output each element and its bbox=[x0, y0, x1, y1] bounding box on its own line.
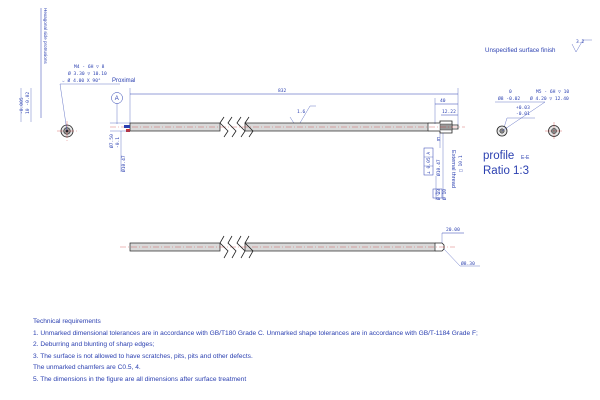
tech-item: The unmarked chamfers are C0.5, 4. bbox=[33, 364, 141, 372]
lower-dim-bottom: Ø8.30 bbox=[461, 260, 475, 267]
tech-heading: Technical requirements bbox=[33, 318, 101, 325]
tech-item: 1. Unmarked dimensional tolerances are i… bbox=[33, 329, 478, 337]
dia-left-b: -0.1 bbox=[115, 137, 121, 148]
tech-item: 3. The surface is not allowed to have sc… bbox=[33, 352, 253, 360]
tolerance-frame bbox=[423, 147, 434, 176]
left-thread-spec: M4 - 6H ▽ 8 bbox=[74, 64, 105, 70]
left-dim-b: 10 -0.02 bbox=[25, 92, 31, 114]
profile-title: profile bbox=[483, 150, 514, 162]
right-tol-c: +0.03 bbox=[516, 105, 530, 111]
len-12: 12.22 bbox=[442, 109, 456, 115]
square-end-icon bbox=[432, 188, 443, 199]
len-40: 40 bbox=[440, 98, 446, 104]
lower-shaft-view: 20.00 Ø8.30 bbox=[120, 227, 480, 267]
main-shaft-view: A 832 40 12.22 1.6 Ø7.50 -0.1 Ø10.47 E bbox=[108, 88, 465, 200]
dia-right-c: Ø 10 bbox=[441, 189, 448, 200]
right-thread-spec: M5 - 6H ▽ 10 bbox=[536, 89, 569, 95]
surface-finish-value: 3.2 bbox=[576, 39, 585, 45]
hex-side-note: Hexagonal side protrusions bbox=[43, 8, 48, 64]
roughness-value: 1.6 bbox=[297, 109, 306, 115]
right-tol-a: 0 bbox=[509, 89, 512, 95]
tech-item: 2. Deburring and blunting of sharp edges… bbox=[33, 341, 155, 349]
profile-ratio: Ratio 1:3 bbox=[483, 165, 529, 177]
surface-finish-label: Unspecified surface finish bbox=[485, 47, 556, 54]
dia-left-a: Ø7.50 bbox=[108, 134, 115, 148]
proximal-label: Proximal bbox=[112, 78, 135, 84]
external-thread-label: External thread bbox=[450, 150, 456, 188]
surface-finish-note: Unspecified surface finish 3.2 bbox=[485, 39, 592, 54]
right-tol-d: -0.01 bbox=[516, 111, 530, 117]
roughness-symbol-icon bbox=[289, 105, 316, 129]
left-hole-spec: Ø 3.30 ▽ 10.10 bbox=[68, 70, 107, 77]
left-dim-a: -0.005 bbox=[19, 97, 25, 114]
technical-requirements: Technical requirements 1. Unmarked dimen… bbox=[33, 316, 593, 386]
dia-right-a: Ø10.47 bbox=[435, 159, 442, 176]
roughness-symbol-icon bbox=[571, 39, 592, 53]
datum-a: A bbox=[115, 96, 119, 102]
right-hole-spec: Ø 4.20 ▽ 12.40 bbox=[530, 95, 569, 102]
left-csk-spec: ⌵ Ø 4.00 X 90° bbox=[62, 77, 101, 84]
overall-length: 832 bbox=[278, 88, 287, 94]
lower-dim-top: 20.00 bbox=[446, 227, 460, 233]
dia-right-b: Ø 13 bbox=[435, 189, 442, 200]
dia-left-c: Ø10.47 bbox=[120, 155, 127, 172]
profile-label: profile E-E Ratio 1:3 bbox=[483, 150, 530, 177]
left-end-view: Hexagonal side protrusions -0.005 10 -0.… bbox=[19, 8, 135, 141]
square-note: □ 10.1 bbox=[458, 155, 464, 172]
datum-e: E bbox=[437, 137, 441, 143]
right-tol-b: Ø8 -0.02 bbox=[498, 95, 520, 102]
tol-box: ⊥ 0.05 A bbox=[426, 152, 432, 174]
profile-ref: E-E bbox=[521, 155, 530, 161]
right-end-view: 0 Ø8 -0.02 M5 - 6H ▽ 10 Ø 4.20 ▽ 12.40 +… bbox=[495, 89, 569, 140]
tech-item: 5. The dimensions in the figure are all … bbox=[33, 375, 247, 383]
